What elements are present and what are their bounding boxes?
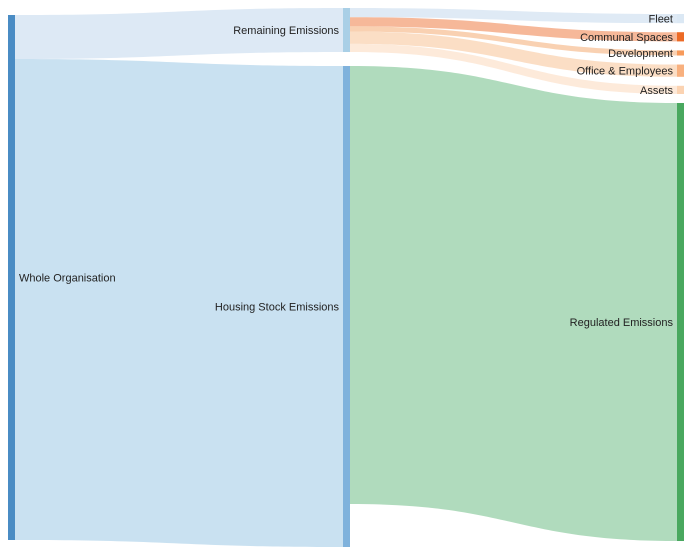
nodes-group: [8, 8, 684, 547]
node-office: [677, 64, 684, 77]
link-remaining-to-assets: [350, 43, 677, 94]
link-remaining-to-office: [350, 31, 677, 77]
node-assets: [677, 85, 684, 94]
label-office: Office & Employees: [577, 66, 674, 78]
label-housing: Housing Stock Emissions: [215, 302, 340, 314]
label-fleet: Fleet: [649, 14, 673, 26]
link-remaining-to-fleet: [350, 8, 677, 24]
link-whole-to-remaining: [15, 8, 343, 60]
label-remaining: Remaining Emissions: [233, 25, 339, 37]
link-remaining-to-development: [350, 26, 677, 56]
label-development: Development: [608, 48, 673, 60]
node-housing: [343, 66, 350, 547]
node-fleet: [677, 13, 684, 24]
node-whole: [8, 15, 15, 540]
link-whole-to-housing: [15, 59, 343, 547]
label-communal: Communal Spaces: [580, 32, 673, 44]
node-development: [677, 50, 684, 56]
link-remaining-to-communal: [350, 17, 677, 42]
label-assets: Assets: [640, 85, 674, 97]
labels-group: Whole Organisation Remaining EmissionsHou…: [19, 14, 673, 329]
label-regulated: Regulated Emissions: [570, 317, 674, 329]
link-housing-to-regulated: [350, 66, 677, 542]
label-whole: Whole Organisation: [19, 273, 116, 285]
links-group: [15, 8, 677, 547]
node-remaining: [343, 8, 350, 53]
node-regulated: [677, 102, 684, 542]
node-communal: [677, 32, 684, 42]
